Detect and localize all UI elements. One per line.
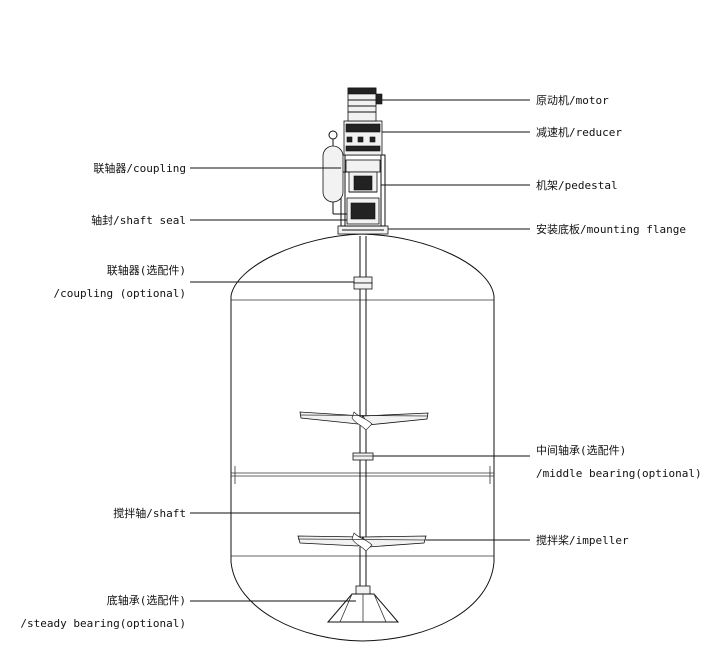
label-coupling-optional-en: /coupling (optional) (54, 287, 186, 300)
mounting-flange (337, 225, 389, 235)
label-pedestal: 机架/pedestal (536, 178, 618, 192)
label-shaft: 搅拌轴/shaft (113, 506, 186, 520)
label-shaft-seal: 轴封/shaft seal (91, 213, 186, 227)
label-impeller: 搅拌桨/impeller (536, 533, 629, 547)
reducer (343, 120, 383, 156)
label-middle-bearing-en: /middle bearing(optional) (536, 467, 702, 480)
label-mounting-flange: 安装底板/mounting flange (536, 222, 686, 236)
leader-lines (190, 99, 530, 602)
coupling-optional (353, 276, 373, 290)
seal-pot (322, 130, 350, 215)
label-steady-bearing-en: /steady bearing(optional) (20, 617, 186, 630)
label-coupling-optional-cn: 联轴器(选配件) (107, 263, 186, 277)
steady-bearing (326, 585, 400, 623)
lower-impeller (297, 532, 427, 552)
tank-vessel (230, 233, 495, 642)
middle-bearing (352, 452, 374, 461)
pedestal (340, 154, 386, 227)
label-reducer: 减速机/reducer (536, 125, 622, 139)
upper-impeller (299, 411, 429, 431)
label-middle-bearing-cn: 中间轴承(选配件) (536, 443, 626, 457)
label-coupling: 联轴器/coupling (93, 161, 186, 175)
agitator-shaft (359, 236, 367, 592)
label-steady-bearing-cn: 底轴承(选配件) (107, 593, 186, 607)
label-motor: 原动机/motor (536, 93, 609, 107)
motor (347, 87, 383, 122)
